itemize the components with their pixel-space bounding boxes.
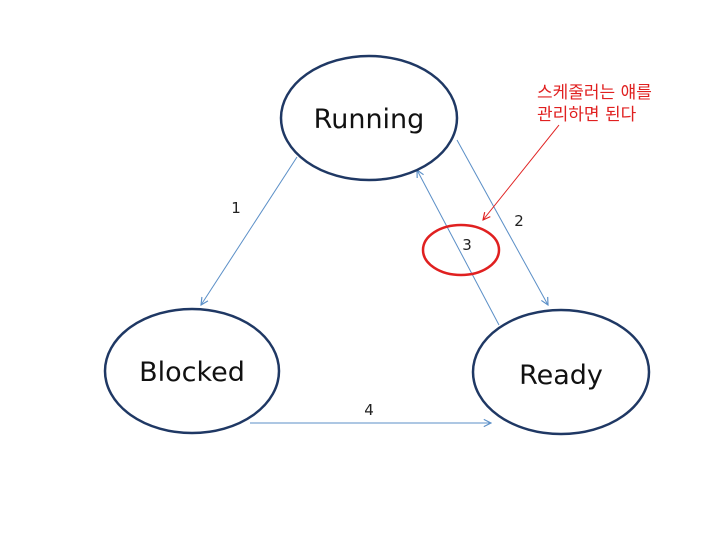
transition-arrow-2 [456, 139, 548, 305]
state-ready-node [471, 308, 651, 436]
state-running-node [279, 54, 459, 182]
transition-label-3: 3 [462, 236, 472, 254]
transition-arrow-1 [201, 156, 298, 305]
state-blocked-node [103, 307, 281, 435]
annotation-arrow [483, 124, 560, 220]
transition-label-4: 4 [364, 401, 374, 419]
annotation-line-1: 스케줄러는 얘를 [537, 83, 652, 103]
transition-label-2: 2 [514, 212, 524, 230]
transition-label-1: 1 [231, 199, 241, 217]
transition-arrow-3 [417, 170, 500, 326]
state-blocked-label: Blocked [139, 357, 245, 388]
state-ready-label: Ready [519, 360, 603, 391]
annotation-text: 스케줄러는 얘를 관리하면 된다 [537, 83, 657, 125]
state-running-label: Running [314, 104, 425, 135]
annotation-line-2: 관리하면 된다 [537, 105, 637, 125]
highlight-circle [421, 223, 501, 277]
